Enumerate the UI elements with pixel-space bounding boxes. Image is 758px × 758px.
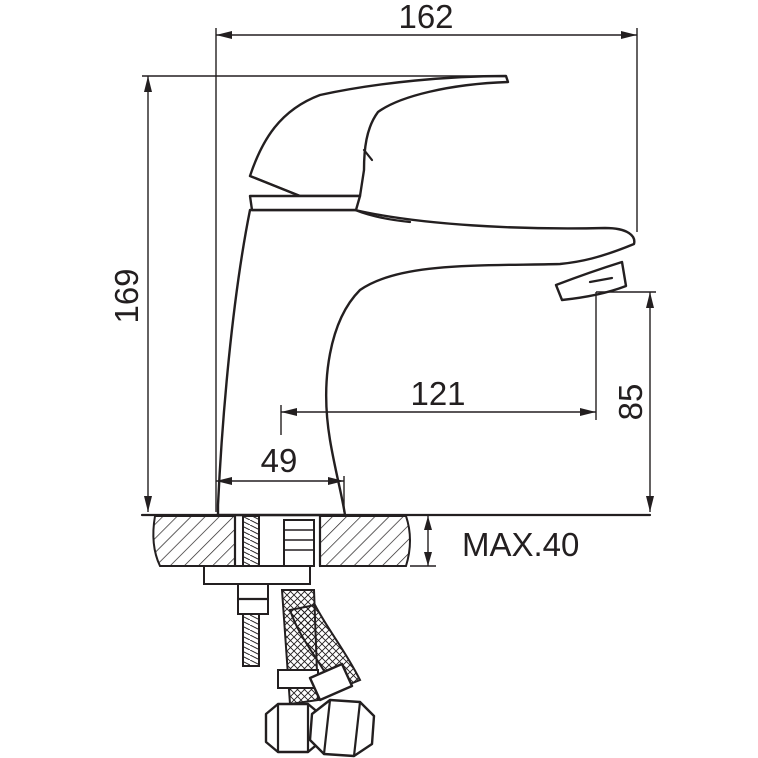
dimension-base-offset: 49 bbox=[216, 442, 345, 512]
flexible-hoses bbox=[264, 589, 376, 758]
max-thickness-label: MAX.40 bbox=[462, 526, 579, 563]
overall-width-label: 162 bbox=[398, 0, 453, 35]
base-offset-label: 49 bbox=[261, 442, 298, 479]
overall-height-label: 169 bbox=[108, 268, 145, 323]
countertop-section bbox=[140, 513, 652, 568]
dimension-overall-height: 169 bbox=[108, 75, 506, 512]
dimension-spout-reach: 121 bbox=[280, 292, 597, 435]
spout-reach-label: 121 bbox=[410, 375, 465, 412]
spout-height-label: 85 bbox=[612, 384, 649, 421]
faucet-body bbox=[216, 74, 636, 517]
dimension-spout-height: 85 bbox=[596, 291, 656, 512]
dimension-max-thickness: MAX.40 bbox=[410, 516, 579, 567]
dimension-overall-width: 162 bbox=[215, 0, 638, 512]
mounting-hardware bbox=[203, 515, 315, 667]
